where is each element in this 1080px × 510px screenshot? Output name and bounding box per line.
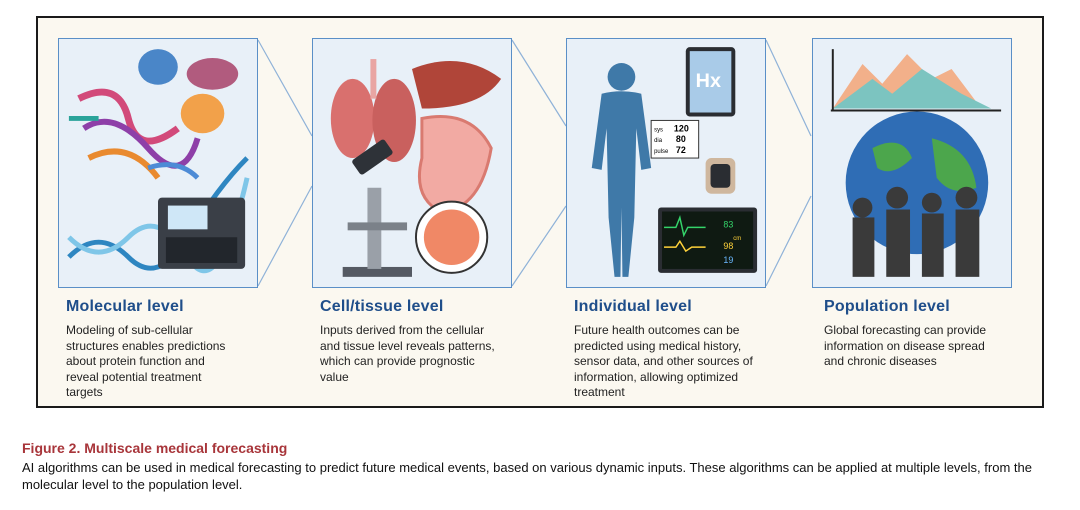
human-silhouette-icon — [591, 63, 652, 277]
trend-chart-icon — [830, 49, 1002, 112]
microscope-icon — [342, 139, 412, 277]
molecular-illustration — [58, 38, 258, 288]
patient-monitor-icon: 83 cm 98 19 — [658, 207, 758, 273]
svg-text:19: 19 — [723, 255, 733, 265]
level-description-cell-tissue: Inputs derived from the cellular and tis… — [320, 323, 495, 384]
people-group-icon — [852, 186, 980, 277]
svg-text:72: 72 — [676, 145, 686, 155]
protein-blob-purple — [186, 58, 239, 90]
svg-text:dia: dia — [654, 138, 663, 144]
svg-text:Hx: Hx — [696, 70, 721, 92]
tablet-icon: Hx — [685, 47, 736, 117]
sequencer-machine-icon — [158, 197, 246, 269]
vitals-card — [650, 119, 700, 159]
level-title-cell-tissue: Cell/tissue level — [320, 298, 444, 315]
cell-tissue-illustration — [312, 38, 512, 288]
protein-blob-orange — [180, 93, 225, 134]
protein-blob-blue — [138, 49, 178, 85]
svg-text:98: 98 — [723, 241, 733, 251]
svg-text:pulse: pulse — [654, 149, 669, 155]
population-illustration — [812, 38, 1012, 288]
liver-icon — [412, 61, 502, 109]
level-description-individual: Future health outcomes can be predicted … — [574, 323, 753, 399]
svg-text:80: 80 — [676, 134, 686, 144]
intestines-icon — [417, 114, 493, 215]
level-title-population: Population level — [824, 298, 950, 315]
level-description-molecular: Modeling of sub-cellular structures enab… — [66, 323, 226, 399]
svg-text:83: 83 — [723, 219, 733, 229]
svg-text:cm: cm — [733, 236, 741, 242]
level-title-molecular: Molecular level — [66, 298, 184, 315]
protein-ribbon-icon — [68, 88, 201, 180]
figure-caption-body: AI algorithms can be used in medical for… — [22, 460, 1032, 492]
svg-text:120: 120 — [674, 123, 689, 133]
level-description-population: Global forecasting can provide informati… — [824, 323, 987, 368]
smartwatch-icon — [705, 158, 736, 194]
individual-illustration: Hx sys 120 dia 80 pulse 72 83 cm 98 19 — [566, 38, 766, 288]
level-title-individual: Individual level — [574, 298, 692, 315]
figure-caption-title: Figure 2. Multiscale medical forecasting — [22, 440, 288, 456]
svg-text:sys: sys — [654, 127, 663, 133]
